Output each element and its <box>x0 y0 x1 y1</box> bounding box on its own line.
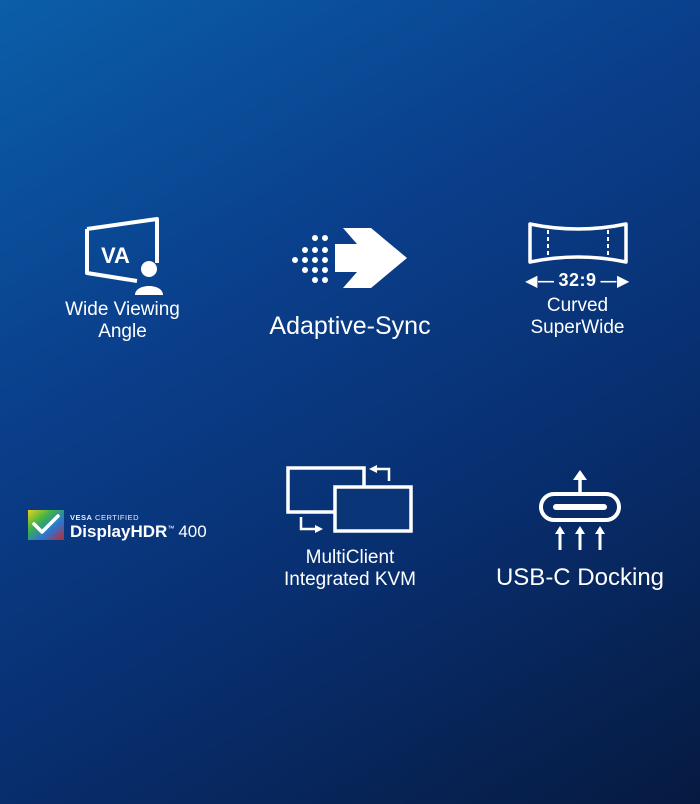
va-badge: VA <box>101 243 130 268</box>
displayhdr-logo-icon <box>28 510 64 545</box>
kvm-dual-screen-icon <box>255 465 445 537</box>
feature-multiclient-kvm: MultiClient Integrated KVM <box>255 465 445 591</box>
usb-c-docking-label: USB-C Docking <box>495 564 665 591</box>
curved-superwide-label: Curved SuperWide <box>530 295 625 338</box>
usb-c-port-icon <box>475 468 685 552</box>
va-monitor-icon: VA <box>40 215 205 295</box>
feature-wide-viewing-angle: VA Wide Viewing Angle <box>40 215 205 343</box>
arrow-right-icon: —▶ <box>600 272 630 290</box>
feature-usb-c-docking: USB-C Docking <box>475 468 685 592</box>
wide-viewing-angle-label: Wide Viewing Angle <box>65 299 180 342</box>
vesa-certified-text: VESA CERTIFIED <box>70 513 139 522</box>
multiclient-kvm-label: MultiClient Integrated KVM <box>283 547 417 590</box>
adaptive-sync-arrow-icon <box>245 220 455 296</box>
aspect-ratio: ◀— 32:9 —▶ <box>525 270 630 290</box>
feature-adaptive-sync: Adaptive-Sync <box>245 220 455 341</box>
adaptive-sync-label: Adaptive-Sync <box>269 312 431 340</box>
arrow-left-icon: ◀— <box>525 272 555 290</box>
curved-screen-icon <box>505 220 650 266</box>
feature-curved-superwide: ◀— 32:9 —▶ Curved SuperWide <box>505 220 650 339</box>
